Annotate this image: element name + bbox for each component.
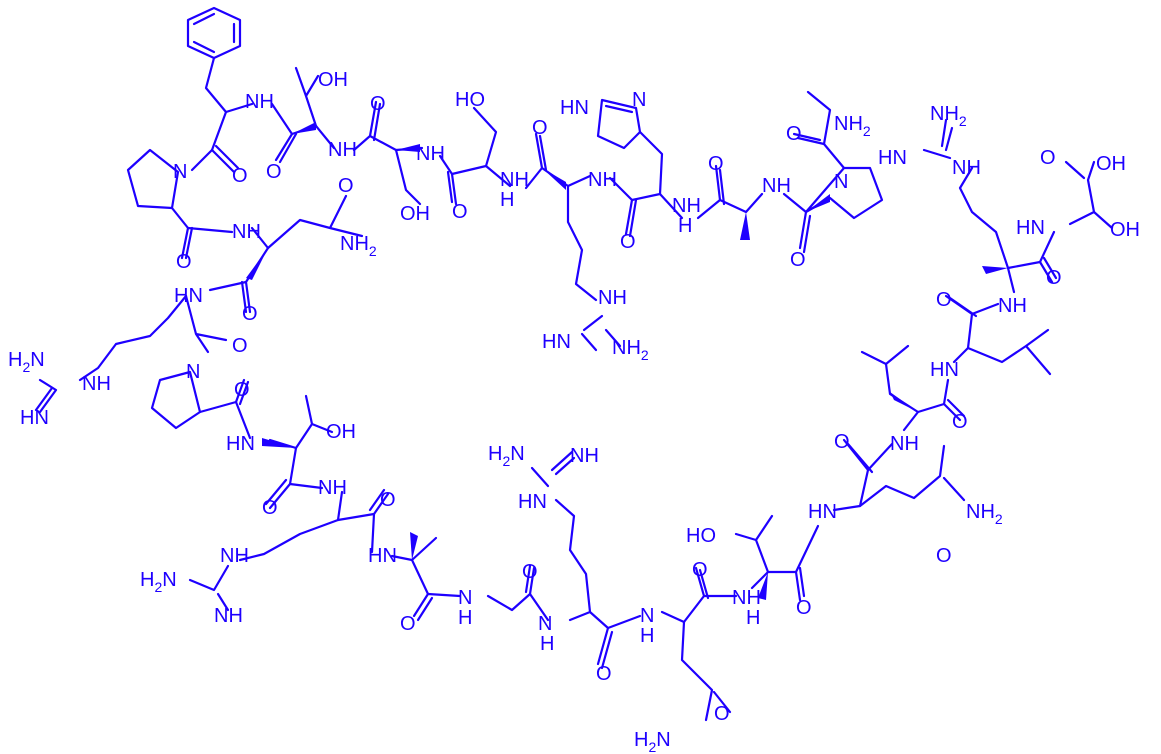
o-label: O <box>786 123 802 145</box>
n-label: N <box>186 361 200 383</box>
nh2-label: NH2 <box>612 337 649 363</box>
oh-label: OH <box>1096 153 1126 175</box>
o-label: O <box>380 489 396 511</box>
o-label: O <box>262 497 278 519</box>
nh-label: NH <box>416 143 445 165</box>
hn-label: HN <box>1016 217 1045 239</box>
nh-label: NH <box>328 139 357 161</box>
o-label: O <box>232 335 248 357</box>
o-label: O <box>692 559 708 581</box>
o-label: O <box>708 153 724 175</box>
nh-label: NH <box>588 169 617 191</box>
o-label: O <box>370 93 386 115</box>
oh-label: OH <box>1110 219 1140 241</box>
nh-label: NH <box>732 587 761 609</box>
nh-label: NH <box>672 195 701 217</box>
h-label: H <box>500 189 514 211</box>
o-label: O <box>400 613 416 635</box>
nh-label: NH <box>220 545 249 567</box>
nh-label: NH <box>214 605 243 627</box>
hn-label: HN <box>226 433 255 455</box>
o-label: O <box>952 411 968 433</box>
stereo-wedges <box>246 122 1008 600</box>
nh-label: NH <box>570 445 599 467</box>
n-label: N <box>458 587 472 609</box>
o-label: O <box>834 431 850 453</box>
o-label: O <box>532 117 548 139</box>
nh-label: NH <box>998 295 1027 317</box>
hn-label: HN <box>542 331 571 353</box>
nh-label: NH <box>245 91 274 113</box>
h-label: H <box>746 607 760 629</box>
n-label: N <box>632 89 646 111</box>
ho-label: HO <box>455 89 485 111</box>
o-label: O <box>796 597 812 619</box>
n-label: N <box>834 171 848 193</box>
nh-label: NH <box>500 169 529 191</box>
nh2-label: NH2 <box>340 233 377 259</box>
nh-label: NH <box>232 221 261 243</box>
hn-label: HN <box>20 407 49 429</box>
nh2-label: NH2 <box>930 103 967 129</box>
nh-label: NH <box>82 373 111 395</box>
h2n-label: H2N <box>634 729 671 754</box>
o-label: O <box>242 303 258 325</box>
nh-label: NH <box>890 433 919 455</box>
n-label: N <box>640 605 654 627</box>
hn-label: HN <box>808 501 837 523</box>
o-label: O <box>176 251 192 273</box>
h2n-label: H2N <box>8 349 45 375</box>
o-label: O <box>1040 147 1056 169</box>
o-label: O <box>232 165 248 187</box>
o-label: O <box>522 561 538 583</box>
o-label: O <box>1046 267 1062 289</box>
nh-label: NH <box>318 477 347 499</box>
hn-label: HN <box>174 285 203 307</box>
o-label: O <box>936 289 952 311</box>
o-label: O <box>936 545 952 567</box>
ho-label: HO <box>686 525 716 547</box>
oh-label: OH <box>326 421 356 443</box>
o-label: O <box>714 703 730 725</box>
o-label: O <box>266 161 282 183</box>
o-label: O <box>234 379 250 401</box>
h-label: H <box>458 607 472 629</box>
o-label: O <box>620 231 636 253</box>
h2n-label: H2N <box>488 443 525 469</box>
hn-label: HN <box>518 491 547 513</box>
n-label: N <box>538 613 552 635</box>
n-label: N <box>173 161 187 183</box>
hn-label: HN <box>878 147 907 169</box>
oh-label: OH <box>400 203 430 225</box>
atom-labels: NH OH N O O NH O NH OH HO O NH H O HN N … <box>8 69 1140 754</box>
o-label: O <box>790 249 806 271</box>
h-label: H <box>640 625 654 647</box>
hn-label: HN <box>368 545 397 567</box>
hn-label: HN <box>560 97 589 119</box>
o-label: O <box>596 663 612 685</box>
nh-label: NH <box>952 157 981 179</box>
nh2-label: NH2 <box>834 113 871 139</box>
bond-skeleton <box>34 6 1114 722</box>
o-label: O <box>452 201 468 223</box>
nh-label: NH <box>598 287 627 309</box>
hn-label: HN <box>930 359 959 381</box>
oh-label: OH <box>318 69 348 91</box>
h2n-label: H2N <box>140 569 177 595</box>
h-label: H <box>678 215 692 237</box>
o-label: O <box>338 175 354 197</box>
nh-label: NH <box>762 175 791 197</box>
h-label: H <box>540 633 554 655</box>
nh2-label: NH2 <box>966 501 1003 527</box>
